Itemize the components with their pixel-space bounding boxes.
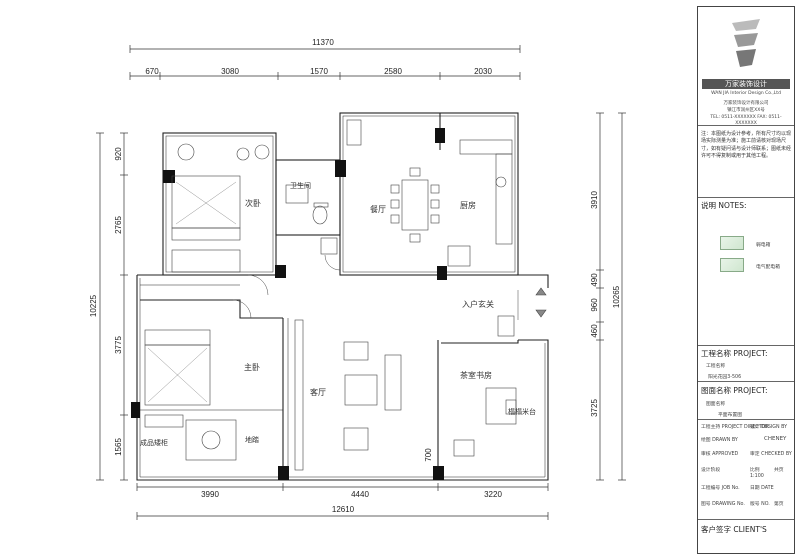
legend-distribution-box: 电气配电箱: [756, 265, 780, 270]
company-logo-icon: [732, 19, 760, 67]
drawing-label: 图面名称 PROJECT:: [701, 386, 768, 395]
field-page: 第页: [774, 502, 784, 507]
field-design-by: 设计 DESIGN BY: [750, 425, 788, 430]
project-label: 工程名称 PROJECT:: [701, 349, 768, 358]
dim-top-seg-5: 2030: [474, 67, 492, 76]
room-label-cabinet: 成品矮柜: [140, 438, 168, 447]
field-date: 日期 DATE: [750, 486, 774, 491]
dim-right-seg-1: 3910: [590, 191, 599, 209]
dim-left-total: 10225: [89, 294, 98, 317]
title-block: 万家装饰设计 WAN JIA Interior Design Co.,Ltd 万…: [697, 6, 795, 554]
field-drawn-by: 绘图 DRAWN BY: [701, 438, 738, 443]
room-label-bathroom: 卫生间: [290, 181, 311, 190]
field-scale-value: 1:100: [750, 474, 764, 479]
drawing-sub-label: 图面名称: [706, 402, 726, 407]
weak-current-box-icon: [720, 236, 744, 250]
company-brand: 万家装饰设计: [702, 79, 790, 89]
dim-top-seg-2: 3080: [221, 67, 239, 76]
field-drawn-by-value: CHENEY: [764, 436, 787, 442]
legend-weak-current-box: 弱电箱: [756, 243, 771, 248]
room-label-tea-study: 茶室书房: [460, 370, 492, 380]
company-logo-area: 万家装饰设计 WAN JIA Interior Design Co.,Ltd 万…: [698, 7, 794, 126]
dim-right-seg-5: 3725: [590, 399, 599, 417]
room-label-platform: 榻榻米台: [508, 407, 536, 416]
structural-columns: [131, 128, 447, 480]
dim-top-total: 11370: [312, 38, 334, 47]
dim-top-seg-1: 670: [145, 67, 159, 76]
field-stage: 设计阶段: [701, 468, 721, 473]
dim-left-seg-1: 920: [114, 147, 123, 161]
sign-off-section: 工程主持 PROJECT DIRECTOR 设计 DESIGN BY 绘图 DR…: [698, 419, 794, 520]
dim-left-seg-2: 2765: [114, 216, 123, 234]
room-label-bay-window: 地踏: [245, 435, 259, 444]
drawing-section: 图面名称 PROJECT: 图面名称 平面布置图: [698, 381, 794, 420]
dim-top-seg-3: 1570: [310, 67, 328, 76]
client-signature-section: 客户签字 CLIENT'S: [698, 519, 794, 554]
field-drawing-no: 图号 DRAWING No.: [701, 502, 745, 507]
dim-bottom-seg-3: 3220: [484, 490, 502, 499]
dim-right-total: 10265: [612, 285, 621, 308]
dim-small-700: 700: [424, 448, 433, 462]
notes-label: 说明 NOTES:: [701, 201, 747, 210]
field-sheet: 共页: [774, 468, 784, 473]
company-chinese-name: 万家装饰设计有限公司: [723, 101, 769, 106]
dim-right-seg-4: 460: [590, 324, 599, 338]
company-address: 镇江市润州区XX号: [727, 108, 765, 113]
drawing-name: 平面布置图: [718, 413, 742, 418]
dim-bottom-total: 12610: [332, 505, 355, 514]
room-label-living: 客厅: [310, 387, 326, 397]
project-name: 阳光花园3-506: [708, 375, 742, 380]
dim-left-seg-3: 3775: [114, 336, 123, 354]
dimension-top: [129, 45, 521, 80]
dim-left-seg-4: 1565: [114, 438, 123, 456]
design-notes: 注：本图纸为设计参考，所有尺寸均以现场实际测量为准；施工前请核对现场尺寸，如有疑…: [701, 131, 792, 160]
client-signature-label: 客户签字 CLIENT'S: [701, 525, 767, 534]
dim-bottom-seg-2: 4440: [351, 490, 369, 499]
room-label-kitchen: 厨房: [460, 200, 476, 210]
project-section: 工程名称 PROJECT: 工程名称 阳光花园3-506: [698, 345, 794, 382]
company-english-name: WAN JIA Interior Design Co.,Ltd: [711, 91, 781, 96]
dimension-right: [596, 112, 626, 481]
project-sub-label: 工程名称: [706, 364, 726, 369]
field-scale-label: 比例: [750, 468, 760, 473]
room-label-second-bedroom: 次卧: [245, 198, 261, 208]
field-version: 版号 NO.: [750, 502, 770, 507]
notes-legend-section: 说明 NOTES: 弱电箱 电气配电箱: [698, 197, 794, 348]
field-checked-by: 审定 CHECKED BY: [750, 452, 792, 457]
field-approved: 审核 APPROVED: [701, 452, 739, 457]
dim-bottom-seg-1: 3990: [201, 490, 219, 499]
floor-plan: 11370 670 3080 1570 2580 2030 3990 4440 …: [89, 38, 626, 520]
furniture: [144, 119, 547, 471]
field-director: 工程主持 PROJECT DIRECTOR: [701, 425, 769, 430]
company-tel: TEL: 0511-XXXXXXX FAX: 0511-XXXXXXX: [710, 115, 782, 126]
distribution-box-icon: [720, 258, 744, 272]
dimension-left: [96, 132, 128, 481]
room-label-entrance: 入户玄关: [462, 299, 494, 309]
dim-right-seg-2: 490: [590, 273, 599, 287]
room-label-dining: 餐厅: [370, 205, 386, 214]
field-job-no: 工程编号 JOB No.: [701, 486, 740, 491]
room-label-master-bedroom: 主卧: [244, 362, 260, 372]
dimension-bottom: [136, 483, 549, 520]
dim-right-seg-3: 960: [590, 298, 599, 312]
dim-top-seg-4: 2580: [384, 67, 402, 76]
